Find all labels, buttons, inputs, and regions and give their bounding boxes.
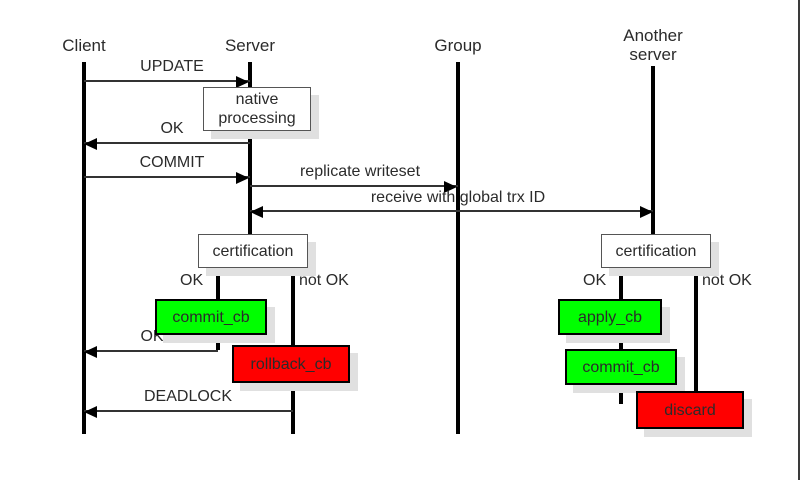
box-discard: discard	[636, 391, 744, 429]
arrowhead-left-icon	[250, 206, 263, 218]
box-rollback-cb: rollback_cb	[232, 345, 350, 383]
message-line-receive-global-trx-id	[250, 206, 653, 218]
lifeline-client	[82, 62, 86, 434]
message-label-deadlock: DEADLOCK	[143, 388, 233, 405]
lifeline-another-server	[651, 66, 655, 234]
message-line-ok-2	[84, 346, 218, 358]
arrowhead-right-icon	[236, 172, 249, 184]
arrowhead-left-icon	[84, 346, 97, 358]
message-line-update	[84, 76, 250, 88]
actor-header-group: Group	[434, 36, 482, 55]
message-line-replicate-writeset	[250, 181, 458, 193]
arrowhead-right-icon	[640, 206, 653, 218]
branch-lifeline-another-notok	[694, 268, 698, 410]
condition-server-not-ok: not OK	[299, 272, 349, 289]
condition-another-not-ok: not OK	[702, 272, 752, 289]
condition-server-ok: OK	[180, 272, 204, 289]
box-apply-cb: apply_cb	[558, 299, 662, 335]
message-line-ok-1	[84, 138, 250, 150]
box-certification-server: certification	[198, 234, 308, 268]
actor-header-client: Client	[62, 36, 106, 55]
message-label-replicate-writeset: replicate writeset	[299, 163, 421, 180]
box-certification-another-server: certification	[601, 234, 711, 268]
lifeline-group	[456, 62, 460, 434]
condition-another-ok: OK	[583, 272, 607, 289]
box-commit-cb-another-server: commit_cb	[565, 349, 677, 385]
arrowhead-left-icon	[84, 406, 97, 418]
box-native-processing: native processing	[203, 87, 311, 131]
box-commit-cb-server: commit_cb	[155, 299, 267, 335]
arrowhead-left-icon	[84, 138, 97, 150]
actor-header-another-server: Another server	[623, 26, 683, 64]
lifeline-server	[248, 62, 252, 234]
arrowhead-right-icon	[444, 181, 457, 193]
arrowhead-right-icon	[236, 76, 249, 88]
message-line-commit	[84, 172, 250, 184]
message-label-update: UPDATE	[140, 58, 204, 75]
actor-header-server: Server	[224, 36, 276, 55]
message-label-receive-global-trx-id: receive with global trx ID	[370, 189, 546, 206]
message-label-commit: COMMIT	[139, 154, 205, 171]
message-line-deadlock	[84, 406, 293, 418]
message-label-ok-1: OK	[160, 120, 184, 137]
